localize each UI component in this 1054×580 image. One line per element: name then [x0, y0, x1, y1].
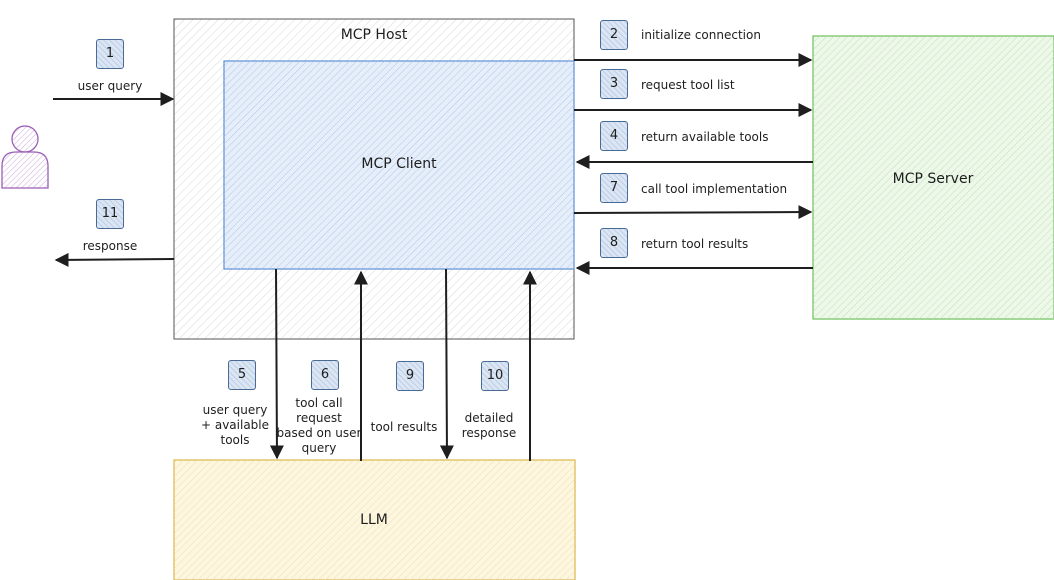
step-8-badge: 8 — [600, 228, 628, 258]
step-3-badge: 3 — [600, 69, 628, 99]
step-11-badge: 11 — [96, 199, 124, 229]
arrow-response — [54, 252, 175, 267]
step-9-badge: 9 — [396, 361, 424, 391]
user-person-icon — [1, 125, 49, 189]
step-1-label: user query — [77, 79, 143, 93]
step-6-label-line-3: based on user — [276, 426, 362, 440]
step-6-label: tool call request based on user query — [277, 396, 362, 456]
mcp-host-title: MCP Host — [340, 27, 408, 43]
step-2-label: initialize connection — [641, 28, 761, 42]
step-5-badge: 5 — [228, 360, 256, 390]
llm-title: LLM — [360, 512, 388, 528]
step-8-label: return tool results — [641, 237, 749, 251]
llm-box — [173, 459, 576, 580]
step-10-label-line-2: response — [461, 426, 517, 440]
step-10-label: detailed response — [462, 411, 517, 441]
step-10-badge: 10 — [481, 361, 509, 391]
arrow-query-to-llm — [269, 268, 284, 460]
step-6-label-line-2: request — [296, 411, 342, 425]
step-3-label: request tool list — [641, 78, 735, 92]
step-5-label-line-3: tools — [220, 433, 250, 447]
step-6-badge: 6 — [311, 360, 339, 390]
arrow-tool-results-to-llm — [439, 268, 454, 460]
step-5-label: user query + available tools — [201, 403, 269, 448]
step-10-label-line-1: detailed — [464, 411, 514, 425]
step-7-label: call tool implementation — [641, 182, 788, 196]
step-5-label-line-1: user query — [202, 403, 268, 417]
mcp-client-box — [223, 60, 575, 270]
mcp-server-title: MCP Server — [892, 171, 974, 187]
mcp-client-title: MCP Client — [361, 156, 437, 172]
step-4-label: return available tools — [641, 130, 769, 144]
step-7-badge: 7 — [600, 173, 628, 203]
step-4-badge: 4 — [600, 121, 628, 151]
step-1-badge: 1 — [96, 39, 124, 69]
step-5-label-line-2: + available — [200, 418, 270, 432]
step-2-badge: 2 — [600, 20, 628, 50]
arrow-call-tool-implementation — [573, 205, 813, 220]
step-6-label-line-1: tool call — [295, 396, 343, 410]
step-6-label-line-4: query — [301, 441, 337, 455]
mcp-server-box — [812, 35, 1054, 320]
step-11-label: response — [82, 239, 138, 253]
step-9-label: tool results — [370, 420, 438, 434]
